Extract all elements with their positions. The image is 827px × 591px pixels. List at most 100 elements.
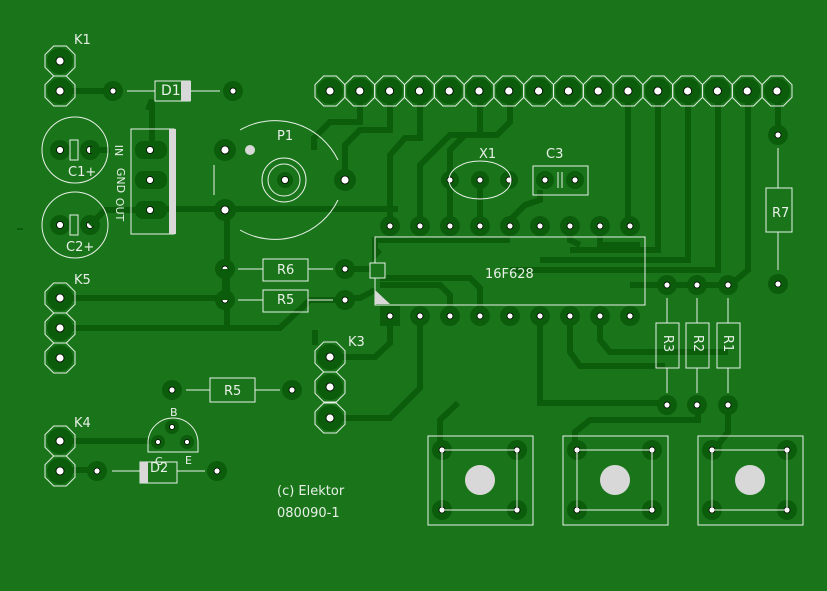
- drill-hole: [626, 312, 634, 320]
- drill-hole: [724, 401, 732, 409]
- label-d2: D2: [150, 461, 169, 476]
- ic-pin1-marker: [375, 290, 390, 304]
- label-r5-top: R5: [277, 293, 295, 308]
- drill-hole: [713, 86, 722, 96]
- copper-trace: [87, 207, 135, 228]
- label-ic: 16F628: [485, 267, 534, 282]
- drill-hole: [693, 401, 701, 409]
- drill-hole: [55, 86, 65, 96]
- pushbutton-actuator: [600, 465, 630, 495]
- drill-hole: [385, 86, 395, 96]
- copper-trace: [145, 98, 155, 148]
- pushbutton-outline: [427, 435, 534, 526]
- drill-hole: [774, 131, 782, 139]
- drill-hole: [446, 176, 454, 184]
- label-reg-out: OUT: [113, 197, 127, 222]
- drill-hole: [184, 439, 190, 445]
- drill-hole: [653, 86, 663, 96]
- drill-hole: [596, 222, 604, 230]
- drill-hole: [355, 86, 365, 96]
- copper-trace: [447, 91, 513, 226]
- drill-hole: [56, 221, 64, 229]
- drill-hole: [220, 205, 230, 215]
- drill-hole: [155, 439, 161, 445]
- label-d1: D1: [161, 83, 181, 99]
- drill-hole: [446, 312, 454, 320]
- drill-hole: [341, 265, 349, 273]
- drill-hole: [325, 382, 335, 392]
- header-outline: [463, 75, 495, 107]
- drill-hole: [288, 386, 296, 394]
- drill-hole: [220, 145, 230, 155]
- capacitor-c2-plate: [69, 214, 79, 236]
- drill-hole: [146, 176, 154, 184]
- copyright-text: (c) Elektor: [277, 484, 345, 499]
- drill-hole: [146, 206, 154, 214]
- pushbutton-outline: [562, 435, 669, 526]
- resistor-r5-outline: [262, 289, 309, 313]
- capacitor-c3-outline: [532, 165, 589, 196]
- pot-knob-outer: [261, 157, 307, 203]
- label-reg-in: IN: [112, 144, 126, 157]
- drill-hole: [386, 222, 394, 230]
- regulator-outline: [130, 128, 175, 235]
- pot-outline-arc: [239, 120, 339, 161]
- label-c2: C2+: [66, 240, 95, 255]
- pot-marker-dot: [245, 145, 255, 155]
- label-r7: R7: [772, 206, 790, 221]
- drill-hole: [626, 222, 634, 230]
- ic-notch: [369, 262, 386, 279]
- drill-hole: [541, 176, 549, 184]
- label-reg-gnd: GND: [114, 167, 128, 194]
- board-id-text: 080090-1: [277, 506, 340, 521]
- header-outline: [582, 75, 614, 107]
- header-outline: [44, 75, 76, 107]
- crystal-x1-outline: [448, 160, 512, 200]
- label-k1: K1: [74, 33, 91, 48]
- copper-trace: [540, 91, 691, 263]
- copper-trace: [380, 275, 483, 316]
- pushbutton-inner: [576, 449, 653, 511]
- drill-hole: [566, 222, 574, 230]
- drill-hole: [474, 86, 484, 96]
- label-transistor-e: E: [185, 454, 192, 467]
- label-r6: R6: [277, 263, 295, 278]
- drill-hole: [693, 281, 701, 289]
- label-r5-bottom: R5: [224, 384, 242, 399]
- transistor-outline: [147, 417, 199, 453]
- pushbutton-inner: [441, 449, 518, 511]
- label-r1: R1: [720, 334, 736, 353]
- header-outline: [44, 45, 76, 77]
- pushbutton-actuator: [465, 465, 495, 495]
- drill-hole: [772, 86, 782, 96]
- label-c1: C1+: [68, 165, 97, 180]
- drill-hole: [536, 312, 544, 320]
- drill-hole: [476, 312, 484, 320]
- drill-hole: [724, 281, 732, 289]
- header-outline: [314, 371, 346, 403]
- header-outline: [403, 75, 435, 107]
- drill-hole: [476, 176, 484, 184]
- header-outline: [642, 75, 674, 107]
- header-outline: [731, 75, 763, 107]
- drill-hole: [534, 86, 543, 96]
- copper-trace: [387, 91, 423, 226]
- drill-hole: [341, 296, 349, 304]
- capacitor-c2-outline: [41, 191, 109, 259]
- drill-hole: [742, 86, 752, 96]
- drill-hole: [109, 87, 117, 95]
- copper-trace: [342, 91, 393, 180]
- drill-hole: [325, 413, 335, 423]
- drill-hole: [596, 312, 604, 320]
- drill-hole: [476, 222, 484, 230]
- capacitor-c1-plate: [69, 139, 79, 161]
- header-outline: [701, 75, 733, 107]
- drill-hole: [416, 312, 424, 320]
- resistor-r6-outline: [262, 258, 309, 282]
- header-outline: [314, 402, 346, 434]
- diode-d2-band: [140, 462, 148, 483]
- drill-hole: [168, 386, 176, 394]
- drill-hole: [504, 86, 514, 96]
